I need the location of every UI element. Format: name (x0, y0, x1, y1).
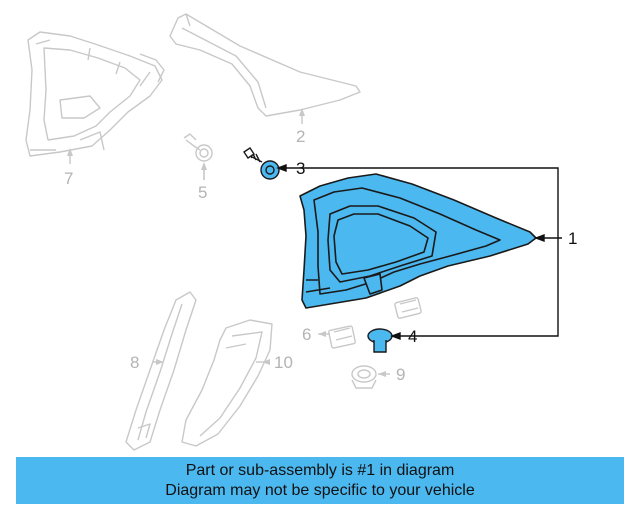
part-2-upper-panel (169, 13, 361, 117)
callout-6: 6 (302, 325, 311, 344)
part-9-clip (351, 365, 390, 389)
callout-4: 4 (408, 327, 417, 346)
leader-arrows-dim (67, 108, 386, 377)
part-7-pillar-trim (25, 31, 165, 157)
part-1-quarter-trim-panel (299, 173, 537, 309)
part-5-bolt (183, 133, 213, 180)
banner-line-1: Part or sub-assembly is #1 in diagram (185, 461, 455, 479)
part-8-pillar-trim (125, 291, 197, 451)
callout-9: 9 (396, 365, 405, 384)
part-3-bolt (243, 147, 280, 180)
callout-10: 10 (274, 353, 293, 372)
leader-lines-dim (69, 110, 303, 363)
leader-lines-active (276, 163, 562, 341)
callout-3: 3 (296, 159, 305, 178)
banner-line-2: Diagram may not be specific to your vehi… (165, 481, 475, 499)
info-banner: Part or sub-assembly is #1 in diagram Di… (16, 457, 624, 504)
part-10-pillar-trim (181, 319, 273, 447)
parts-diagram: 1 2 3 4 5 6 7 8 9 10 (25, 13, 577, 451)
callout-1: 1 (568, 229, 577, 248)
callout-2: 2 (296, 127, 305, 146)
callout-8: 8 (130, 353, 139, 372)
callout-7: 7 (64, 169, 73, 188)
part-4-clip (367, 328, 393, 353)
part-6-clips (318, 297, 422, 349)
callout-5: 5 (198, 183, 207, 202)
